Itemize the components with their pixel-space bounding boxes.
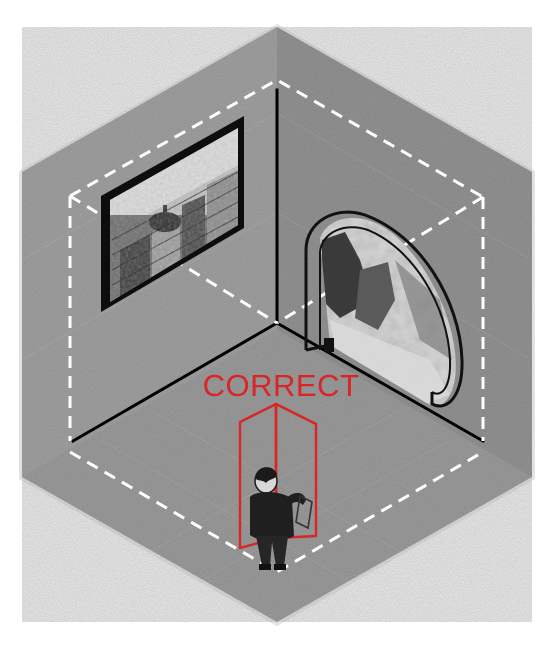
room-corner-edges <box>70 88 486 444</box>
right-floor-edge <box>274 320 486 444</box>
mirror-foot <box>324 338 334 352</box>
person-shoe-right <box>274 564 286 570</box>
mirror-rim-inner <box>319 226 452 395</box>
correct-label: CORRECT <box>203 368 360 403</box>
person-torso <box>250 492 294 541</box>
held-object <box>295 494 313 530</box>
person-viewer-icon <box>250 467 313 570</box>
person-legs <box>256 536 288 566</box>
oval-mirror-icon <box>304 210 464 408</box>
person-hair <box>255 467 277 483</box>
person-shoe-left <box>259 564 271 570</box>
mirror-frame <box>304 210 464 408</box>
left-floor-edge <box>70 320 280 444</box>
